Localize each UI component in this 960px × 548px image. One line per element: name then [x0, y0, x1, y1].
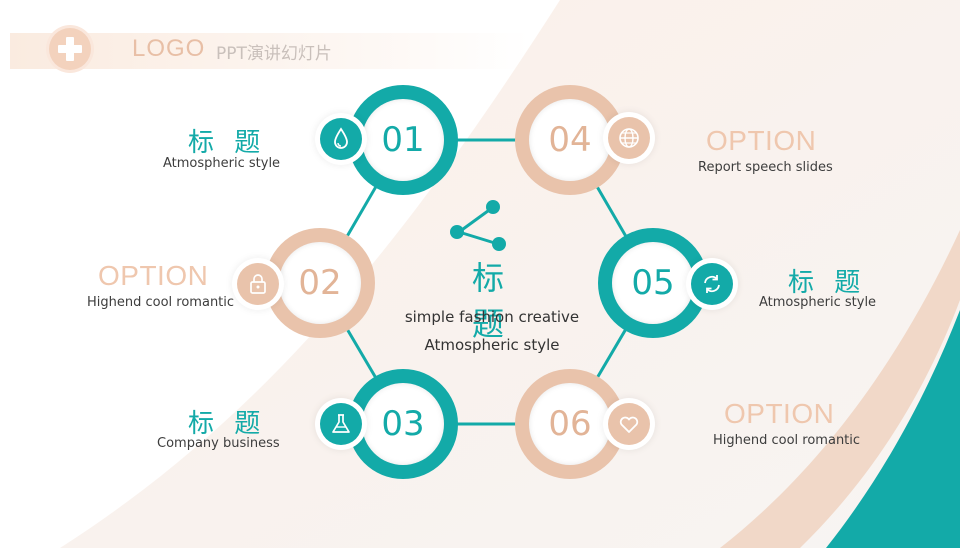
label-sub-06: Highend cool romantic [713, 433, 861, 448]
label-title-04: OPTION [706, 125, 817, 156]
label-sub-02: Highend cool romantic [87, 295, 235, 310]
water-drop-icon [315, 113, 367, 165]
refresh-icon [686, 258, 738, 310]
cross-icon-bar [58, 45, 82, 53]
node-number: 01 [381, 120, 425, 160]
node-number: 03 [381, 404, 425, 444]
heart-icon [603, 398, 655, 450]
label-sub-04: Report speech slides [698, 160, 833, 175]
node-02[interactable]: 02 [265, 228, 375, 338]
center-line-2: Atmospheric style [424, 336, 560, 354]
label-title-01: 标 题 [188, 128, 267, 158]
center-title: 标 题 [471, 259, 518, 343]
node-number: 06 [548, 404, 592, 444]
label-title-03: 标 题 [188, 409, 267, 439]
node-03[interactable]: 03 [348, 369, 458, 479]
logo-text: LOGO [132, 35, 206, 62]
label-sub-03: Company business [157, 436, 280, 451]
node-number: 02 [298, 263, 342, 303]
node-05[interactable]: 05 [598, 228, 708, 338]
header-bar [10, 33, 530, 69]
label-title-02: OPTION [98, 260, 209, 291]
label-title-05: 标 题 [788, 268, 867, 298]
flask-icon [315, 398, 367, 450]
node-number: 05 [631, 263, 675, 303]
label-sub-01: Atmospheric style [163, 156, 281, 171]
header-subtitle: PPT演讲幻灯片 [216, 44, 332, 64]
globe-icon [603, 112, 655, 164]
center-line-1: simple fashion creative [404, 308, 580, 326]
node-number: 04 [548, 120, 592, 160]
lock-icon [232, 258, 284, 310]
label-sub-05: Atmospheric style [759, 295, 877, 310]
label-title-06: OPTION [724, 398, 835, 429]
